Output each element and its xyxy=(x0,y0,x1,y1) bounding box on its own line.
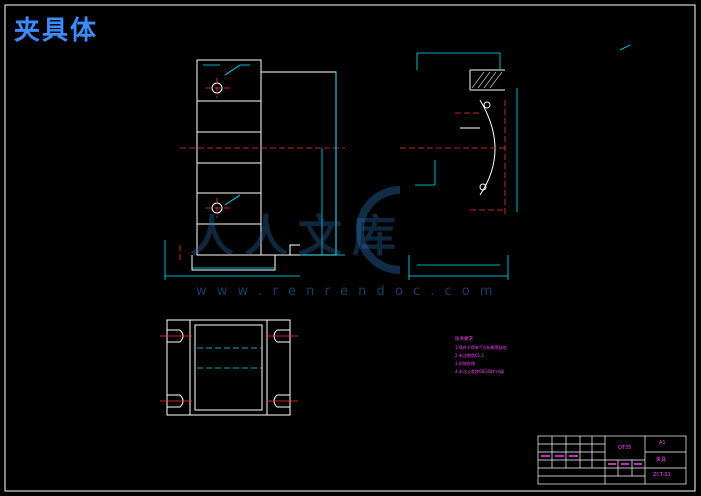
title-block-scale: A1 xyxy=(659,440,666,446)
watermark-url: w w w . r e n r e n d o c . c o m xyxy=(196,284,496,299)
side-view xyxy=(460,69,505,196)
notes-line-3: 3.时效处理 xyxy=(455,361,475,366)
title-block-material: QT35 xyxy=(618,445,632,451)
title-block-part-name: 夹具 xyxy=(656,457,667,463)
notes-heading: 技术要求 xyxy=(455,337,473,342)
front-view-dimensions xyxy=(164,64,345,280)
top-view xyxy=(166,319,291,416)
watermark-logo xyxy=(356,186,401,274)
notes-line-4: 4.未注公差按GB1804-m级 xyxy=(455,369,505,374)
notes-line-2: 2.未注倒角C1.5 xyxy=(455,353,484,358)
outer-frame xyxy=(4,4,696,492)
title-block-drawing-no: ZCT-01 xyxy=(653,472,671,478)
side-view-hatch xyxy=(471,71,503,89)
watermark-brand: 人人文库 xyxy=(190,211,406,262)
front-view-centerlines xyxy=(179,78,345,260)
side-view-centerlines xyxy=(400,100,506,215)
side-view-dimensions xyxy=(408,44,631,280)
notes-line-1: 1.铸件不得有气孔砂眼等缺陷 xyxy=(455,345,507,350)
top-view-centerlines xyxy=(197,347,262,369)
top-view-marks xyxy=(160,335,298,402)
title-block-fills xyxy=(541,455,642,465)
title-block-grid xyxy=(537,435,687,485)
drawing-title: 夹具体 xyxy=(14,16,99,46)
